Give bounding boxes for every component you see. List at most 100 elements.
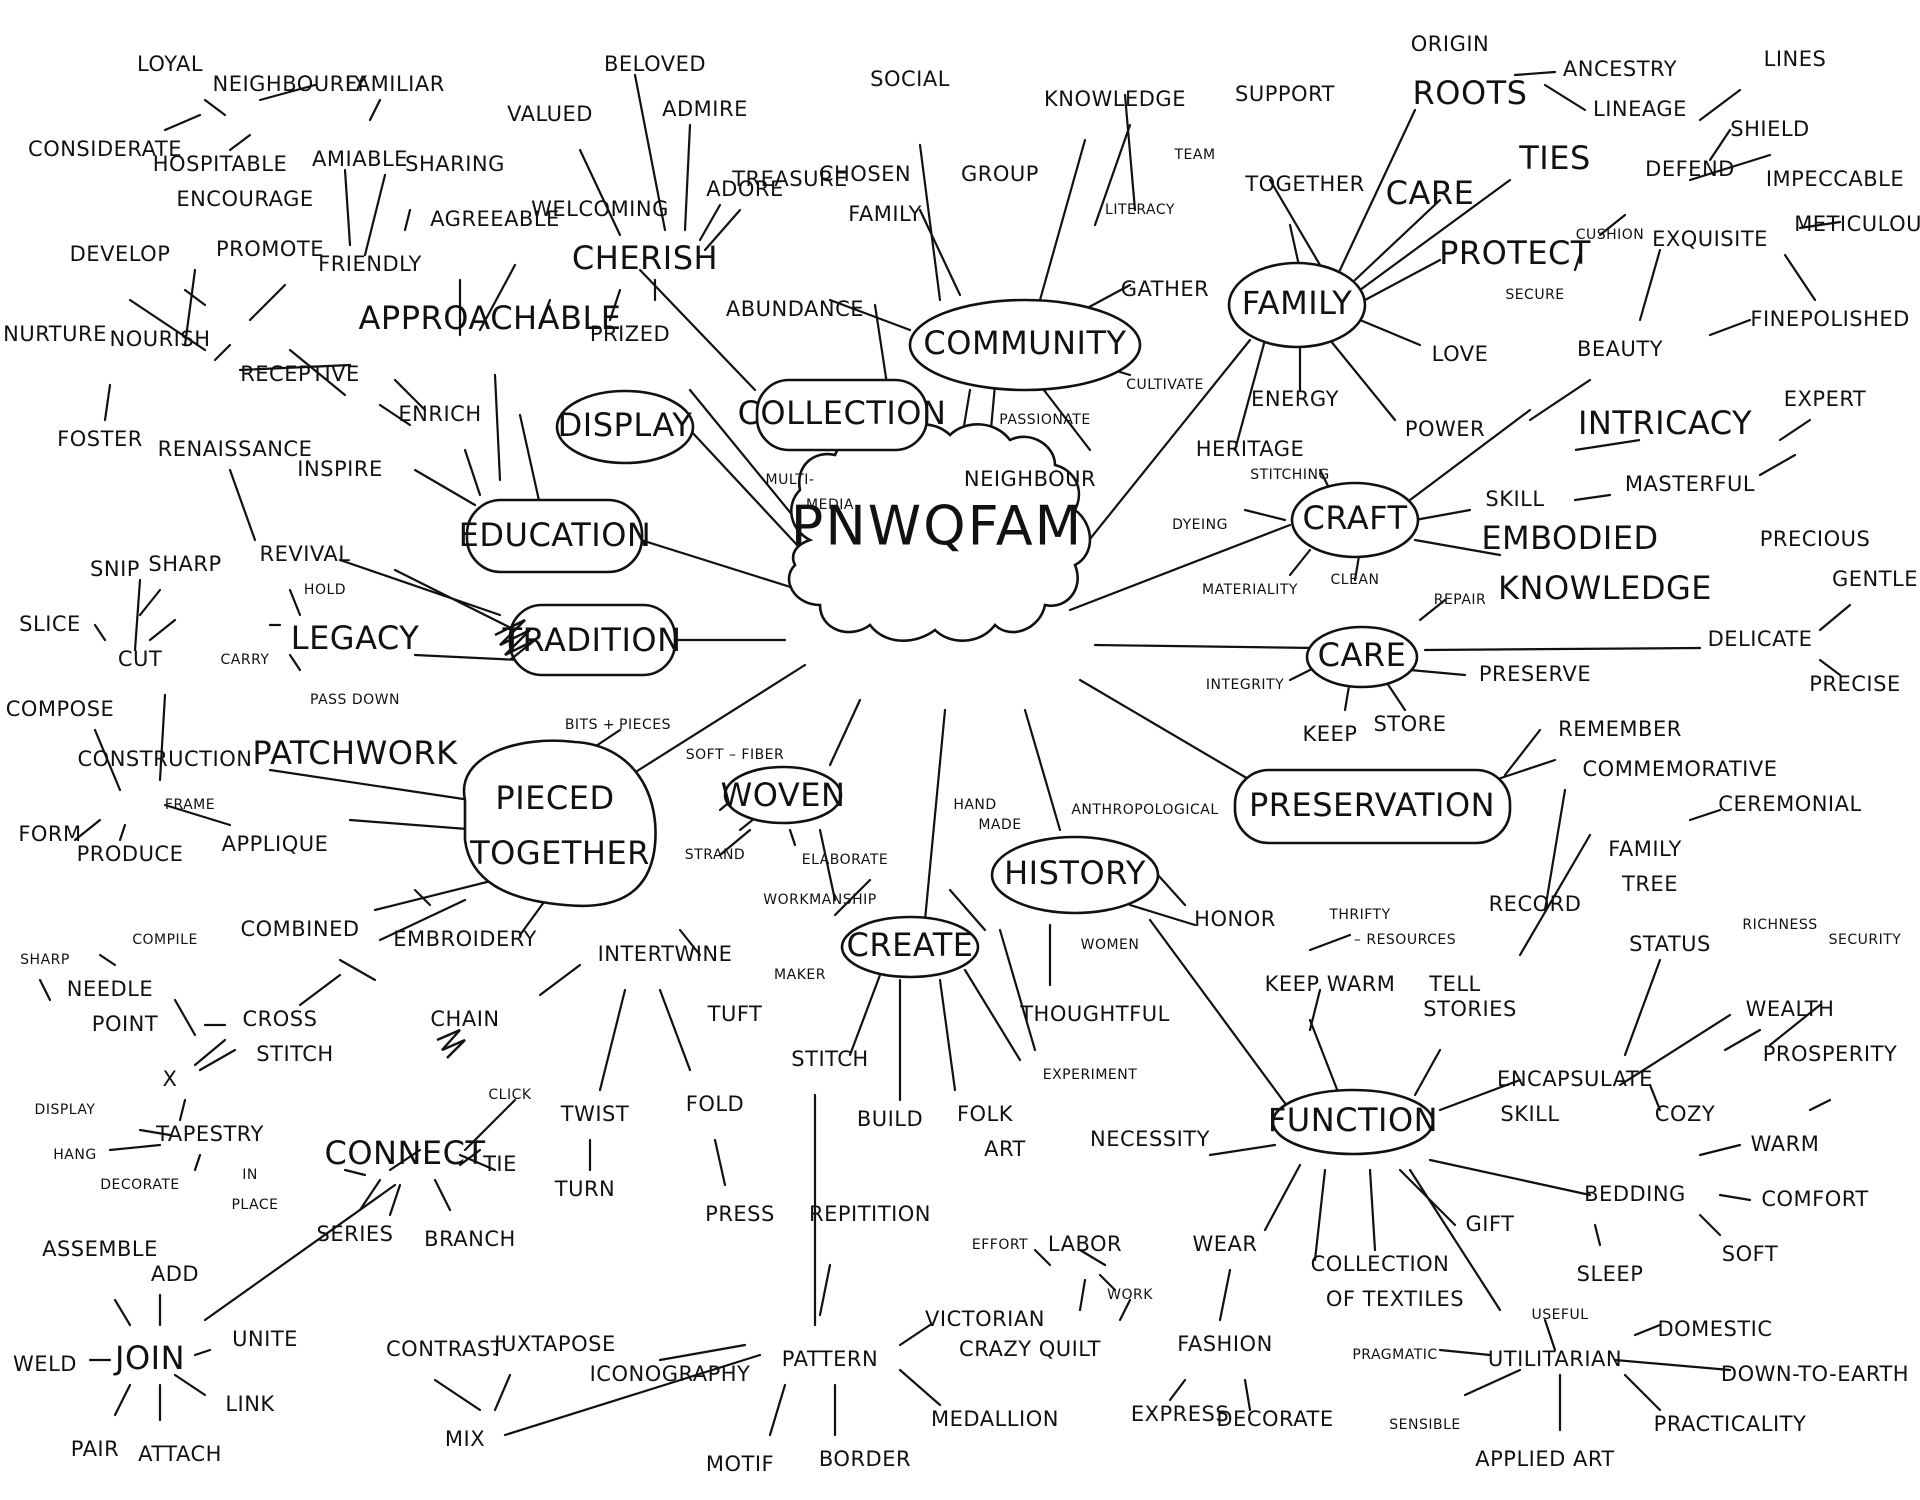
word-gift: GIFT bbox=[1465, 1212, 1514, 1236]
word-point: POINT bbox=[92, 1012, 158, 1036]
family-bubble bbox=[1227, 261, 1367, 349]
word-cherish: CHERISH bbox=[572, 239, 718, 277]
word-family-2: FAMILY bbox=[848, 202, 922, 226]
word-beloved: BELOVED bbox=[604, 52, 706, 76]
word-valued: VALUED bbox=[507, 102, 593, 126]
word-useful: USEFUL bbox=[1531, 1307, 1588, 1323]
word-repitition: REPITITION bbox=[809, 1202, 931, 1226]
word-impeccable: IMPECCABLE bbox=[1766, 167, 1904, 191]
word-folk: FOLK bbox=[957, 1102, 1014, 1126]
word-heritage: HERITAGE bbox=[1196, 437, 1305, 461]
word-exquisite: EXQUISITE bbox=[1652, 227, 1768, 251]
word-produce: PRODUCE bbox=[77, 842, 184, 866]
craft-bubble bbox=[1290, 481, 1420, 559]
word-sharp-2: SHARP bbox=[20, 952, 70, 968]
word-hospitable: HOSPITABLE bbox=[153, 152, 287, 176]
word-inspire: INSPIRE bbox=[297, 457, 382, 481]
word-beauty: BEAUTY bbox=[1577, 337, 1663, 361]
word-women: WOMEN bbox=[1081, 937, 1140, 953]
word-embodied: EMBODIED bbox=[1481, 519, 1658, 557]
word-nurture: NURTURE bbox=[3, 322, 107, 346]
word-experiment: EXPERIMENT bbox=[1043, 1067, 1138, 1083]
word-hang: HANG bbox=[53, 1147, 96, 1163]
word-knowledge-2: KNOWLEDGE bbox=[1498, 569, 1712, 607]
community-bubble bbox=[908, 298, 1142, 392]
word-richness: RICHNESS bbox=[1742, 917, 1817, 933]
word-materiality: MATERIALITY bbox=[1202, 582, 1298, 598]
word-familiar: FAMILIAR bbox=[345, 72, 445, 96]
word-tuft: TUFT bbox=[707, 1002, 763, 1026]
word-press: PRESS bbox=[705, 1202, 775, 1226]
word-wear: WEAR bbox=[1193, 1232, 1258, 1256]
hub-create: CREATE bbox=[847, 926, 974, 964]
hub-preservation: PRESERVATION bbox=[1249, 786, 1495, 824]
hub-pieced: PIECED bbox=[495, 779, 614, 817]
word-fashion: FASHION bbox=[1177, 1332, 1273, 1356]
hub-tradition: TRADITION bbox=[501, 621, 681, 659]
hub-woven: WOVEN bbox=[721, 776, 846, 814]
word-welcoming: WELCOMING bbox=[531, 197, 669, 221]
word-delicate: DELICATE bbox=[1708, 627, 1813, 651]
word-cultivate: CULTIVATE bbox=[1126, 377, 1204, 393]
word-roots: ROOTS bbox=[1413, 74, 1528, 112]
word-thrifty: THRIFTY bbox=[1328, 907, 1390, 923]
word-applied-art: APPLIED ART bbox=[1475, 1447, 1614, 1471]
connector-lines bbox=[38, 70, 1852, 1437]
word-store: STORE bbox=[1373, 712, 1446, 736]
word-gentle: GENTLE bbox=[1832, 567, 1918, 591]
care-bubble bbox=[1305, 625, 1419, 689]
word-security: SECURITY bbox=[1829, 932, 1902, 948]
hub-care: CARE bbox=[1318, 636, 1407, 674]
word-protect: PROTECT bbox=[1439, 234, 1591, 272]
word-develop: DEVELOP bbox=[70, 242, 171, 266]
word-textiles: OF TEXTILES bbox=[1326, 1287, 1464, 1311]
word-tell: TELL bbox=[1428, 972, 1481, 996]
word-adore: ADORE bbox=[706, 177, 783, 201]
word-construction: CONSTRUCTION bbox=[78, 747, 253, 771]
word-embroidery: EMBROIDERY bbox=[393, 927, 537, 951]
word-form: FORM bbox=[18, 822, 81, 846]
word-bedding: BEDDING bbox=[1584, 1182, 1686, 1206]
word-admire: ADMIRE bbox=[662, 97, 748, 121]
word-cross: CROSS bbox=[243, 1007, 318, 1031]
word-decorate-2: DECORATE bbox=[1216, 1407, 1333, 1431]
word-crazy-quilt: CRAZY QUILT bbox=[959, 1337, 1101, 1361]
word-link: LINK bbox=[225, 1392, 275, 1416]
word-weld: WELD bbox=[13, 1352, 77, 1376]
word-neighbour: NEIGHBOUR bbox=[964, 467, 1096, 491]
word-repair: REPAIR bbox=[1434, 592, 1487, 608]
word-thoughtful: THOUGHTFUL bbox=[1019, 1002, 1170, 1026]
word-branch: BRANCH bbox=[424, 1227, 516, 1251]
word-x: X bbox=[163, 1067, 178, 1091]
word-integrity: INTEGRITY bbox=[1206, 677, 1284, 693]
word-series: SERIES bbox=[317, 1222, 394, 1246]
word-stitch-2: STITCH bbox=[791, 1047, 868, 1071]
word-cut: CUT bbox=[118, 647, 162, 671]
hub-history: HISTORY bbox=[1004, 854, 1146, 892]
word-prosperity: PROSPERITY bbox=[1763, 1042, 1898, 1066]
word-commemorative: COMMEMORATIVE bbox=[1583, 757, 1778, 781]
word-juxtapose: JUXTAPOSE bbox=[492, 1332, 615, 1356]
word-approachable: APPROACHABLE bbox=[359, 299, 622, 337]
preservation-bubble bbox=[1233, 768, 1512, 845]
word-lines: LINES bbox=[1764, 47, 1827, 71]
word-frame: FRAME bbox=[165, 797, 215, 813]
word-loyal: LOYAL bbox=[137, 52, 203, 76]
word-encourage: ENCOURAGE bbox=[176, 187, 313, 211]
bubbles bbox=[462, 261, 1512, 1156]
word-friendly: FRIENDLY bbox=[318, 252, 422, 276]
word-intertwine: INTERTWINE bbox=[598, 942, 733, 966]
word-comfort: COMFORT bbox=[1761, 1187, 1868, 1211]
woven-bubble bbox=[723, 765, 843, 825]
word-art: ART bbox=[984, 1137, 1026, 1161]
word-pass-down: PASS DOWN bbox=[310, 692, 400, 708]
word-energy: ENERGY bbox=[1251, 387, 1339, 411]
word-carry: CARRY bbox=[221, 652, 270, 668]
word-fold: FOLD bbox=[686, 1092, 744, 1116]
hub-education: EDUCATION bbox=[459, 516, 652, 554]
word-power: POWER bbox=[1405, 417, 1485, 441]
word-clean: CLEAN bbox=[1331, 572, 1380, 588]
word-elaborate: ELABORATE bbox=[802, 852, 888, 868]
word-iconography: ICONOGRAPHY bbox=[590, 1362, 751, 1386]
word-treasure: TREASURE bbox=[731, 167, 848, 191]
